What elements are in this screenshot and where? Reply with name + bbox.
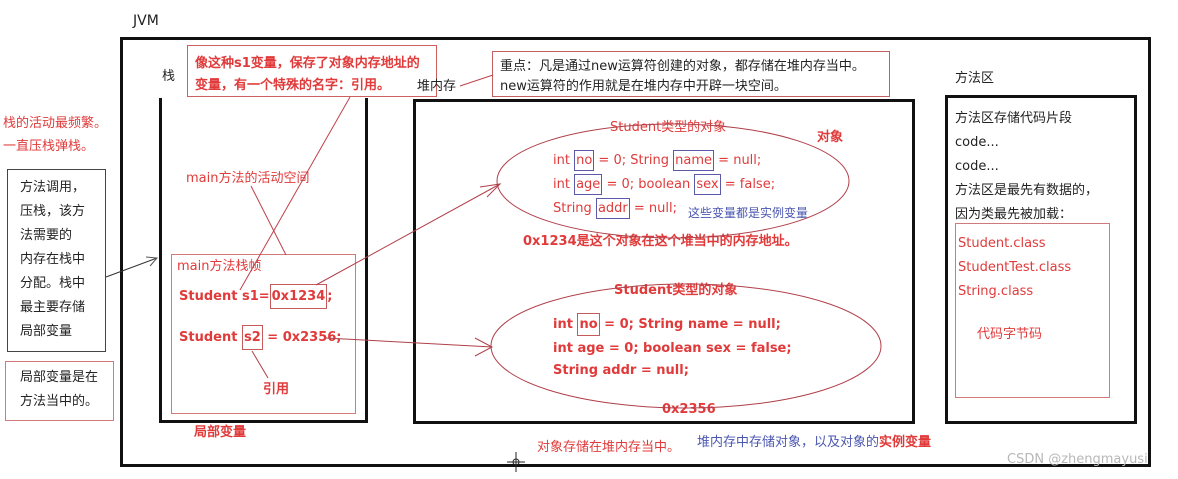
object1-line1: int no = 0; String name = null; xyxy=(553,150,762,171)
jvm-title: JVM xyxy=(133,13,159,29)
method-call-line: 分配。栈中 xyxy=(20,276,86,291)
local-var-note-box: 局部变量是在 方法当中的。 xyxy=(5,361,114,421)
method-call-line: 法需要的 xyxy=(20,228,73,243)
object1-line2: int age = 0; boolean sex = false; xyxy=(553,174,776,195)
field-sex: sex xyxy=(694,174,721,195)
jvm-container xyxy=(120,37,1151,467)
method-call-note-box: 方法调用， 压栈，该方 法需要的 内存在栈中 分配。栈中 最主要存储 局部变量 xyxy=(7,169,106,352)
method-call-line: 方法调用， xyxy=(20,180,86,195)
method-call-line: 最主要存储 xyxy=(20,300,86,315)
heap-callout-line: new运算符的作用就是在堆内存中开辟一块空间。 xyxy=(500,79,787,94)
method-area-box: 方法区存储代码片段 code... code... 方法区是最先有数据的， 因为… xyxy=(945,95,1137,424)
heap-callout-line: 重点：凡是通过new运算符创建的对象，都存储在堆内存当中。 xyxy=(500,59,865,74)
object2-line3: String addr = null; xyxy=(553,363,689,378)
field-no: no xyxy=(577,313,600,336)
stack-activity-note-2: 一直压栈弹栈。 xyxy=(3,139,95,154)
bytecode-label: 代码字节码 xyxy=(977,327,1043,342)
text: = false; xyxy=(720,177,776,192)
object2-address: 0x2356 xyxy=(662,402,716,417)
text: = null; xyxy=(629,201,678,216)
main-stack-frame-title: main方法栈帧 xyxy=(177,259,262,274)
stack-right-wall xyxy=(365,98,368,423)
text: = null; xyxy=(714,153,762,168)
method-area-line: code... xyxy=(955,159,999,174)
method-call-line: 压栈，该方 xyxy=(20,204,86,219)
reference-label: 引用 xyxy=(263,382,290,397)
field-age: age xyxy=(574,174,603,195)
watermark: CSDN @zhengmayusi xyxy=(1007,452,1148,467)
heap-label: 堆内存 xyxy=(417,79,457,94)
object2-title: Student类型的对象 xyxy=(614,283,738,298)
method-area-line: 方法区是最先有数据的， xyxy=(955,183,1099,198)
object1-address-note: 0x1234是这个对象在这个堆当中的内存地址。 xyxy=(523,234,798,249)
local-var-line: 方法当中的。 xyxy=(20,394,99,409)
reference-callout-line: 变量，有一个特殊的名字：引用。 xyxy=(195,78,391,93)
class-file: Student.class xyxy=(958,236,1046,251)
object2-line1: int no = 0; String name = null; xyxy=(553,313,781,336)
text: = 0; boolean xyxy=(602,177,695,192)
s2-declaration: Student s2 = 0x2356; xyxy=(179,325,342,350)
method-area-line: code... xyxy=(955,135,999,150)
field-no: no xyxy=(574,150,595,171)
s1-suffix: ; xyxy=(327,289,333,304)
stack-bottom-wall xyxy=(159,420,368,423)
s1-declaration: Student s1=0x1234; xyxy=(179,284,333,309)
local-variable-label: 局部变量 xyxy=(194,425,247,440)
heap-footer-blue-text: 堆内存中存储对象，以及对象的 xyxy=(697,435,880,450)
text: = 0; String name = null; xyxy=(599,317,781,332)
heap-footer-red: 对象存储在堆内存当中。 xyxy=(537,440,681,455)
s1-prefix: Student s1= xyxy=(179,289,270,304)
method-call-line: 内存在栈中 xyxy=(20,252,86,267)
stack-label: 栈 xyxy=(162,69,176,84)
heap-footer-blue: 堆内存中存储对象，以及对象的实例变量 xyxy=(697,436,931,449)
field-addr: addr xyxy=(595,198,630,219)
method-area-line: 因为类最先被加载： xyxy=(955,207,1073,222)
s1-address-value: 0x1234 xyxy=(269,284,328,309)
object1-side-label: 对象 xyxy=(817,130,844,145)
text: = 0; String xyxy=(594,153,674,168)
field-name: name xyxy=(673,150,715,171)
local-var-line: 局部变量是在 xyxy=(20,370,99,385)
object2-line2: int age = 0; boolean sex = false; xyxy=(553,341,792,356)
main-stack-frame: main方法栈帧 Student s1=0x1234; Student s2 =… xyxy=(171,254,356,414)
reference-callout-line: 像这种s1变量，保存了对象内存地址的 xyxy=(195,56,420,71)
s2-suffix: = 0x2356; xyxy=(262,330,342,345)
method-call-line: 局部变量 xyxy=(20,324,73,339)
method-area-line: 方法区存储代码片段 xyxy=(955,111,1073,126)
instance-variable-note: 这些变量都是实例变量 xyxy=(688,206,809,220)
text: int xyxy=(553,153,575,168)
main-activity-space-label: main方法的活动空间 xyxy=(186,171,310,186)
class-bytecode-box: Student.class StudentTest.class String.c… xyxy=(955,223,1110,398)
text: int xyxy=(553,177,575,192)
method-area-label: 方法区 xyxy=(955,71,995,86)
heap-footer-instance-vars: 实例变量 xyxy=(879,435,932,450)
reference-callout: 像这种s1变量，保存了对象内存地址的 变量，有一个特殊的名字：引用。 xyxy=(187,45,437,97)
object1-title: Student类型的对象 xyxy=(610,120,727,135)
text: int xyxy=(553,317,578,332)
object1-line3: String addr = null; xyxy=(553,198,678,219)
text: String xyxy=(553,201,596,216)
class-file: String.class xyxy=(958,284,1034,299)
s2-prefix: Student xyxy=(179,330,242,345)
class-file: StudentTest.class xyxy=(958,260,1072,275)
stack-activity-note-1: 栈的活动最频繁。 xyxy=(3,116,108,131)
heap-key-point-callout: 重点：凡是通过new运算符创建的对象，都存储在堆内存当中。 new运算符的作用就… xyxy=(492,51,890,97)
s2-name: s2 xyxy=(241,325,263,350)
stack-left-wall xyxy=(159,98,162,423)
